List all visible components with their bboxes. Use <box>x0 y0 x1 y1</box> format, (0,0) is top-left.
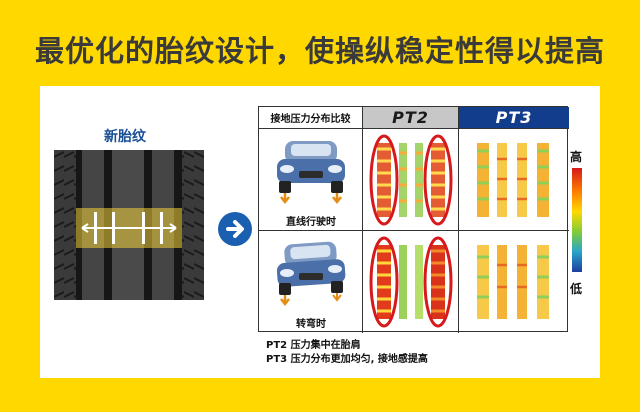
pressure-comparison-table: 接地压力分布比较 PT2 PT3 直线行驶时 <box>258 106 569 333</box>
row-turning-label: 转弯时 <box>296 319 326 330</box>
pt2-logo: PT2 <box>392 108 429 127</box>
column-header-pt3: PT3 <box>459 107 569 129</box>
scale-low-label: 低 <box>570 282 583 296</box>
car-straight-icon <box>277 141 345 205</box>
row-turning-car-cell <box>259 231 363 333</box>
row-straight-label: 直线行驶时 <box>286 217 336 228</box>
pt3-turning-cell <box>459 231 569 333</box>
car-turning-icon <box>276 241 346 307</box>
pt3-straight-cell <box>459 129 569 231</box>
tread-pattern-image <box>54 150 204 300</box>
pressure-color-scale <box>572 168 582 272</box>
column-header-pt2: PT2 <box>363 107 459 129</box>
new-tread-label: 新胎纹 <box>104 129 146 145</box>
note-pt2: PT2 压力集中在胎肩 <box>266 340 361 351</box>
pt2-turning-cell <box>363 231 459 333</box>
content-panel: 新胎纹 <box>40 86 600 378</box>
table-corner-label: 接地压力分布比较 <box>259 107 363 129</box>
scale-high-label: 高 <box>570 150 583 164</box>
note-pt3: PT3 压力分布更加均匀, 接地感提高 <box>266 354 428 365</box>
row-straight-car-cell <box>259 129 363 231</box>
pt2-straight-cell <box>363 129 459 231</box>
arrow-right-icon <box>218 212 252 246</box>
pt3-logo: PT3 <box>495 108 533 127</box>
headline: 最优化的胎纹设计，使操纵稳定性得以提高 <box>34 34 605 68</box>
